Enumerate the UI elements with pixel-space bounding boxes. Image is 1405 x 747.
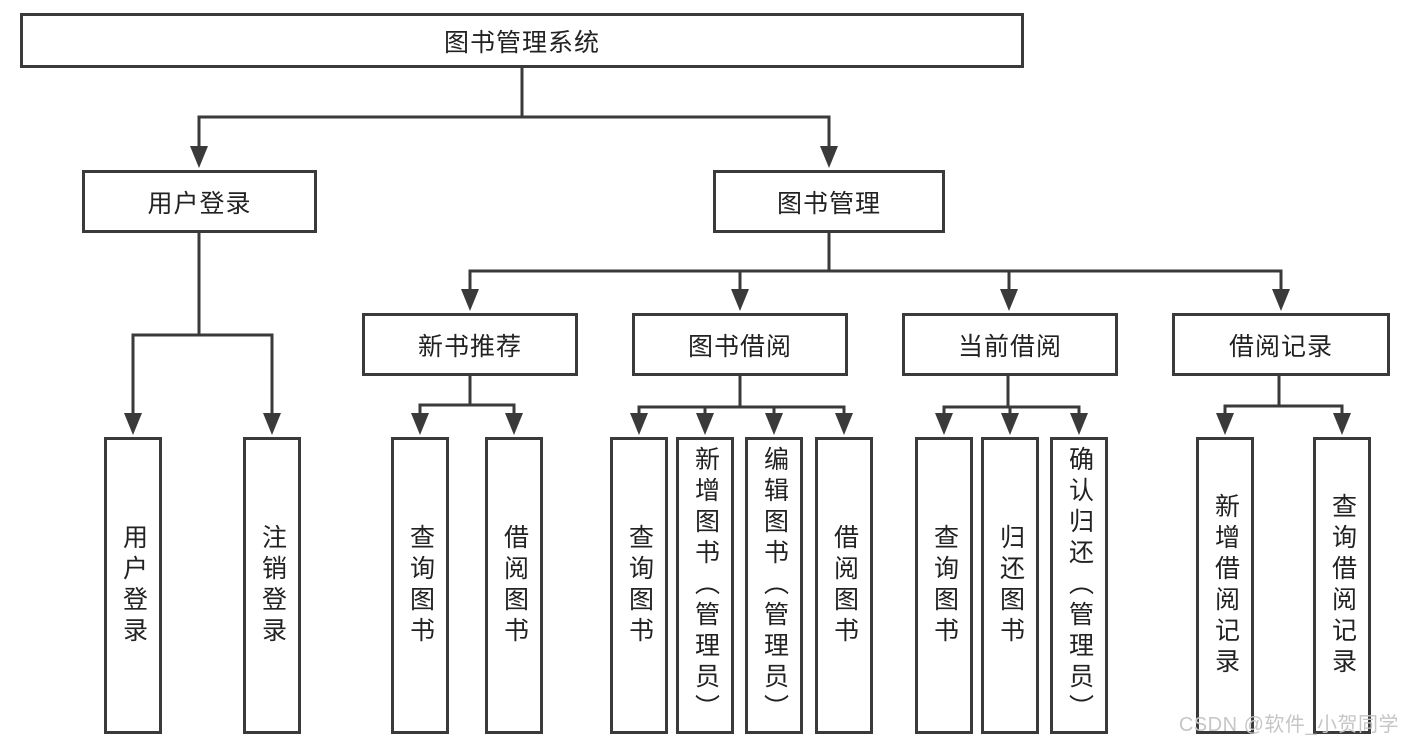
node-current-borrowing: 当前借阅	[902, 313, 1118, 376]
arrow-head	[1001, 413, 1019, 435]
leaf-records-query-borrow-record: 查询借阅记录	[1313, 437, 1371, 734]
leaf-current-confirm-return-admin: 确认归还（管理员）	[1050, 437, 1108, 734]
leaf-newbook-query-books: 查询图书	[391, 437, 449, 734]
arrow-head	[696, 413, 714, 435]
arrow-head	[1070, 413, 1088, 435]
leaf-user-login: 用户登录	[104, 437, 162, 734]
arrow-head	[630, 413, 648, 435]
arrow-head	[461, 289, 479, 311]
arrow-head	[1216, 413, 1234, 435]
leaf-borrowing-query-books: 查询图书	[610, 437, 668, 734]
node-borrowing-records: 借阅记录	[1172, 313, 1390, 376]
leaf-newbook-borrow-books: 借阅图书	[485, 437, 543, 734]
leaf-borrowing-edit-books-admin: 编辑图书（管理员）	[745, 437, 803, 734]
arrow-head	[505, 413, 523, 435]
node-library-management-system: 图书管理系统	[20, 13, 1024, 68]
leaf-records-add-borrow-record: 新增借阅记录	[1196, 437, 1254, 734]
arrow-head	[190, 146, 208, 168]
leaf-current-return-books: 归还图书	[981, 437, 1039, 734]
arrow-head	[411, 413, 429, 435]
arrow-head	[1000, 289, 1018, 311]
arrow-head	[820, 146, 838, 168]
arrow-head	[935, 413, 953, 435]
arrow-head	[765, 413, 783, 435]
node-book-borrowing: 图书借阅	[632, 313, 848, 376]
arrow-head	[124, 413, 142, 435]
leaf-borrowing-borrow-books: 借阅图书	[815, 437, 873, 734]
leaf-borrowing-add-books-admin: 新增图书（管理员）	[676, 437, 734, 734]
node-book-management: 图书管理	[713, 170, 945, 233]
leaf-current-query-books: 查询图书	[915, 437, 973, 734]
arrow-head	[835, 413, 853, 435]
node-new-book-recommendation: 新书推荐	[362, 313, 578, 376]
watermark-text: CSDN @软件_小贺同学	[1178, 714, 1399, 736]
arrow-head	[1272, 289, 1290, 311]
arrow-head	[1333, 413, 1351, 435]
leaf-logout: 注销登录	[243, 437, 301, 734]
node-user-login: 用户登录	[82, 170, 317, 233]
arrow-head	[263, 413, 281, 435]
arrow-head	[731, 289, 749, 311]
